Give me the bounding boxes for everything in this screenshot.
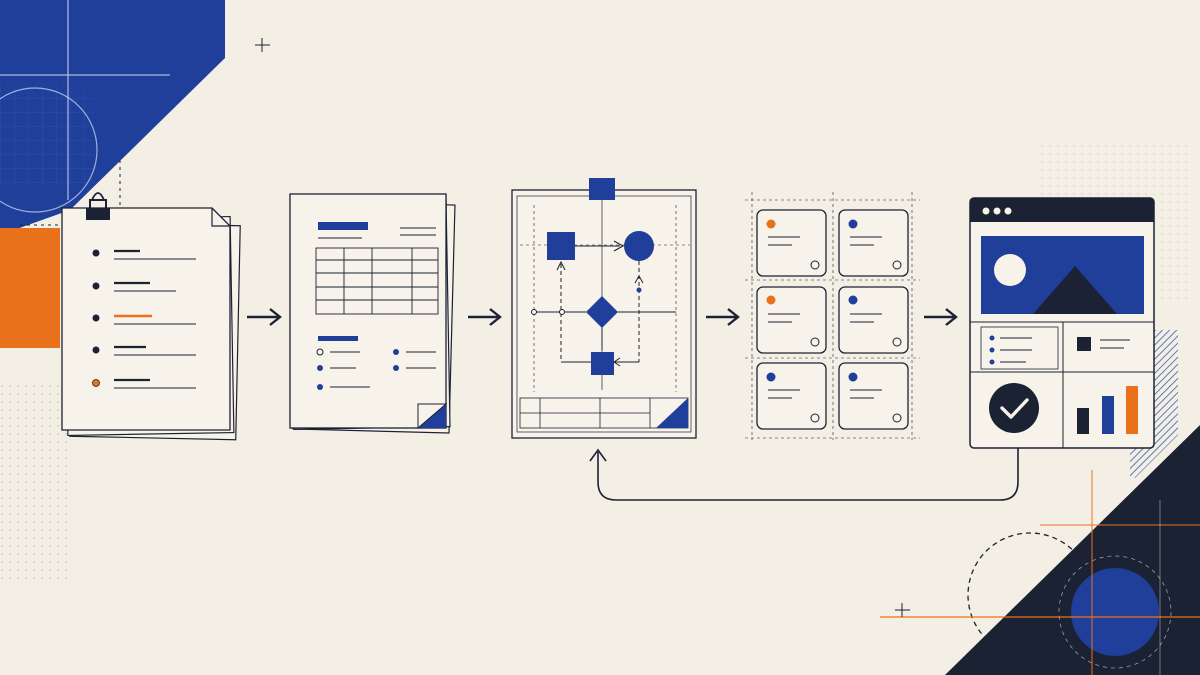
arrow-right-icon xyxy=(706,308,740,326)
clipped-document-stack-icon xyxy=(61,192,241,441)
card-grid-icon xyxy=(745,192,920,440)
table-document-stack-icon xyxy=(289,193,456,434)
component-card xyxy=(838,209,909,277)
component-card xyxy=(838,362,909,430)
top-left-decoration xyxy=(0,0,270,348)
flowchart-blueprint-icon xyxy=(511,178,697,439)
arrow-right-icon xyxy=(247,308,282,326)
checkmark-badge-icon xyxy=(989,383,1039,433)
bar-chart-icon xyxy=(1077,386,1138,434)
app-window-icon xyxy=(969,197,1155,449)
component-card xyxy=(756,362,827,430)
component-card xyxy=(756,209,827,277)
image-placeholder-icon xyxy=(981,236,1144,314)
arrow-right-icon xyxy=(468,308,502,326)
component-card xyxy=(838,286,909,354)
feedback-loop-arrow xyxy=(589,448,1019,501)
dot-texture-left xyxy=(0,380,70,580)
arrow-right-icon xyxy=(924,308,958,326)
component-card xyxy=(756,286,827,354)
